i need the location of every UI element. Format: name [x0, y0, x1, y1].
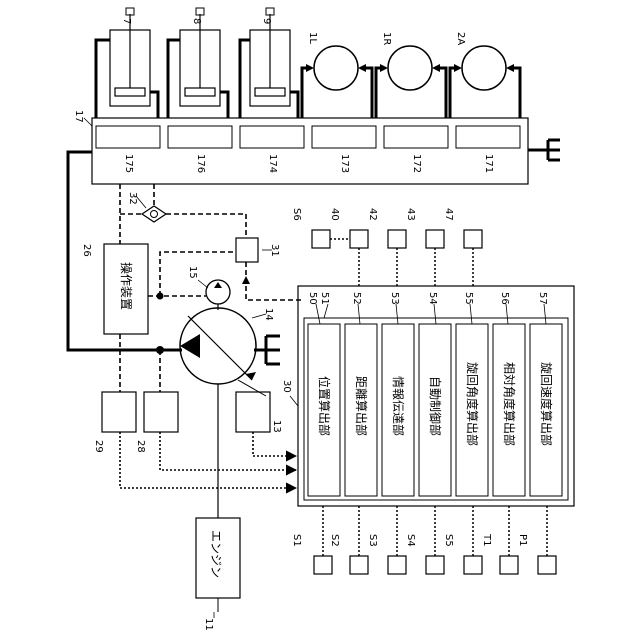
label-171: 171 — [483, 154, 494, 173]
label-174: 174 — [267, 154, 278, 173]
label-52: 52 — [351, 292, 362, 305]
label-55: 55 — [463, 292, 474, 305]
label-P1: P1 — [517, 534, 528, 546]
label-40: 40 — [329, 208, 340, 221]
box-47 — [464, 230, 482, 248]
label-13: 13 — [271, 420, 282, 433]
label-T1: T1 — [481, 533, 492, 546]
sensor-13 — [236, 392, 270, 432]
box-S4 — [426, 556, 444, 574]
label-S4: S4 — [405, 534, 416, 547]
box-S2 — [350, 556, 368, 574]
label-175: 175 — [123, 154, 134, 173]
valve-174 — [240, 126, 304, 148]
label-50: 50 — [307, 292, 318, 305]
valve-175 — [96, 126, 160, 148]
main-pump — [180, 308, 266, 518]
label-14: 14 — [263, 308, 274, 321]
lower-sensor-boxes — [314, 556, 556, 574]
label-S1: S1 — [291, 534, 302, 547]
sensor-28 — [144, 392, 178, 432]
block-names: 操作装置 エンジン 位置算出部 距離算出部 情報伝達部 自動制御部 旋回角度算出… — [119, 262, 554, 578]
label-30: 30 — [281, 380, 292, 393]
label-57: 57 — [537, 292, 548, 305]
label-1R: 1R — [381, 32, 392, 45]
label-47: 47 — [443, 208, 454, 221]
label-1L: 1L — [307, 32, 318, 44]
label-53: 53 — [389, 292, 400, 305]
upper-signal-lines — [330, 239, 473, 286]
label-S5: S5 — [443, 534, 454, 547]
label-56: 56 — [499, 292, 510, 305]
upper-sensor-boxes — [312, 230, 482, 248]
unit-52-text: 距離算出部 — [354, 376, 369, 436]
hydraulic-cylinder-7 — [96, 8, 158, 118]
hydraulic-motor-2A — [450, 46, 520, 118]
shuttle-valve — [142, 206, 166, 222]
label-8: 8 — [191, 18, 202, 24]
label-S6: S6 — [291, 208, 302, 221]
label-11: 11 — [203, 618, 214, 631]
label-172: 172 — [411, 154, 422, 173]
label-2A: 2A — [455, 32, 466, 45]
label-176: 176 — [195, 154, 206, 173]
valve-172 — [384, 126, 448, 148]
label-173: 173 — [339, 154, 350, 173]
label-S3: S3 — [367, 534, 378, 547]
control-valve-block — [92, 118, 560, 184]
box-S5 — [464, 556, 482, 574]
pilot-junction-dot — [157, 293, 164, 300]
unit-56-text: 相対角度算出部 — [502, 362, 517, 446]
box-S6 — [312, 230, 330, 248]
proportional-valve — [236, 238, 258, 284]
label-26: 26 — [81, 244, 92, 257]
label-29: 29 — [93, 440, 104, 453]
label-9: 9 — [261, 18, 272, 24]
unit-53-text: 情報伝達部 — [391, 376, 406, 436]
operating-device-text: 操作装置 — [119, 262, 134, 310]
label-51: 51 — [319, 292, 330, 305]
unit-54-text: 自動制御部 — [428, 376, 443, 436]
hydraulic-cylinder-9 — [240, 8, 298, 118]
label-54: 54 — [427, 292, 438, 305]
box-43 — [426, 230, 444, 248]
pilot-pump — [206, 280, 230, 310]
label-32: 32 — [127, 192, 138, 205]
sensor-29 — [102, 392, 136, 432]
label-17: 17 — [73, 110, 84, 123]
leader-lines — [84, 118, 298, 618]
box-42 — [388, 230, 406, 248]
label-7: 7 — [121, 18, 132, 24]
unit-55-text: 旋回角度算出部 — [465, 362, 480, 446]
label-43: 43 — [405, 208, 416, 221]
label-31: 31 — [269, 244, 280, 257]
box-P1 — [538, 556, 556, 574]
hydraulic-motor-1L — [302, 46, 372, 118]
box-S1 — [314, 556, 332, 574]
box-T1 — [500, 556, 518, 574]
valve-171 — [456, 126, 520, 148]
hydraulic-cylinder-8 — [168, 8, 228, 118]
valve-173 — [312, 126, 376, 148]
label-S2: S2 — [329, 534, 340, 547]
label-28: 28 — [135, 440, 146, 453]
label-42: 42 — [367, 208, 378, 221]
lower-signal-lines — [323, 506, 547, 556]
label-15: 15 — [187, 266, 198, 279]
unit-51-text: 位置算出部 — [317, 376, 332, 436]
hydraulic-motor-1R — [376, 46, 446, 118]
valve-176 — [168, 126, 232, 148]
pilot-lines — [120, 184, 302, 392]
engine-text: エンジン — [209, 530, 223, 578]
unit-57-text: 旋回速度算出部 — [539, 362, 554, 446]
box-S3 — [388, 556, 406, 574]
box-40 — [350, 230, 368, 248]
